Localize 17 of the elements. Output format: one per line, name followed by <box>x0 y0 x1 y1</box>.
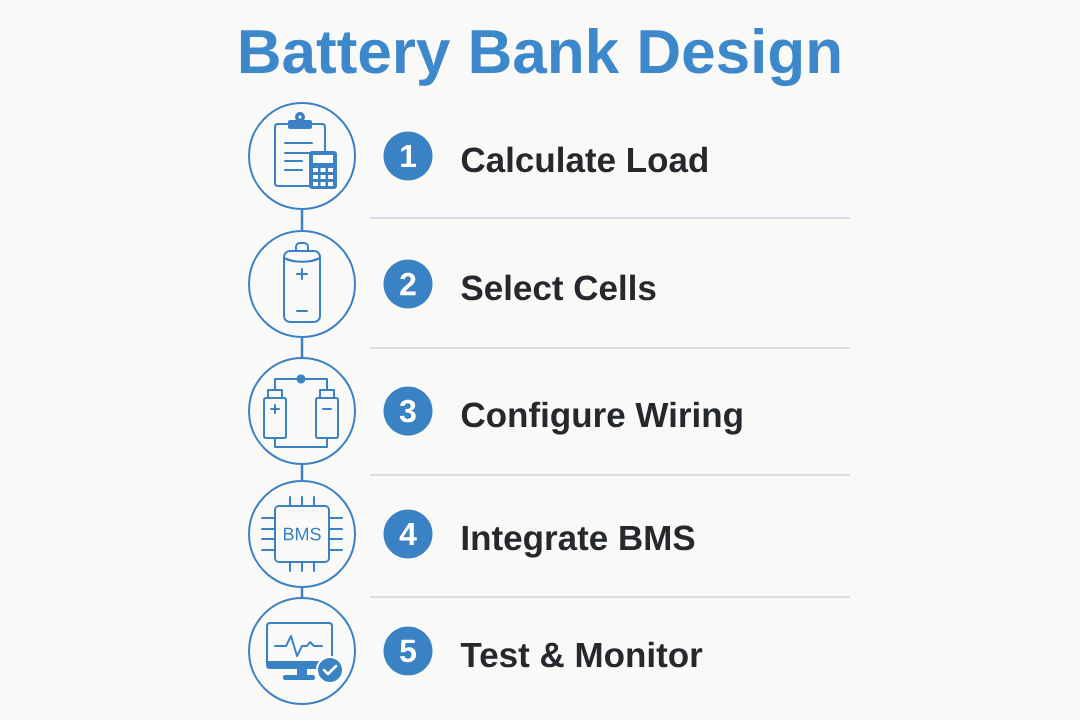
connector-line <box>300 465 304 480</box>
step-label: Configure Wiring <box>461 401 742 435</box>
number-badge: 5 <box>383 626 433 676</box>
bms-chip: BMS <box>261 496 343 572</box>
number-badge: 1 <box>383 131 433 181</box>
number-badge: 3 <box>383 386 433 436</box>
title: Battery Bank Design <box>240 28 840 87</box>
step-label: Select Cells <box>461 274 656 301</box>
step-label: Calculate Load <box>461 146 707 173</box>
connector-line <box>300 338 304 357</box>
connector-line <box>300 210 304 230</box>
step-label: Integrate BMS <box>462 525 695 558</box>
connector-line <box>300 588 304 597</box>
step-label: Test & Monitor <box>460 641 703 668</box>
number-badge: 4 <box>383 509 433 559</box>
icon-circle <box>248 480 356 588</box>
number-badge: 2 <box>383 259 433 309</box>
